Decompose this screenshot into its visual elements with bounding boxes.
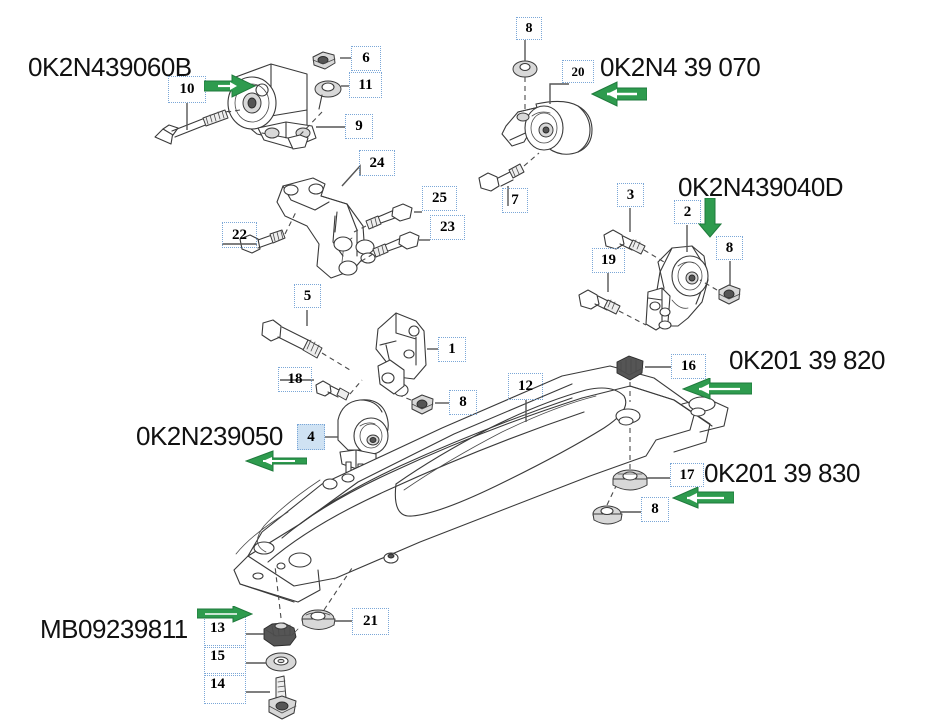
callout-25: 25: [422, 186, 457, 211]
callout-8-mount2: 8: [716, 236, 743, 260]
callout-21: 21: [352, 608, 389, 635]
callout-3: 3: [617, 183, 644, 207]
callout-20: 20: [562, 60, 594, 83]
callout-22: 22: [222, 222, 257, 248]
arrow-0k2n239050: [245, 450, 307, 472]
callout-8-crossmember: 8: [641, 497, 669, 522]
arrow-0k2n439070: [591, 81, 647, 107]
arrow-0k20139830: [672, 487, 734, 509]
callout-16: 16: [671, 354, 706, 379]
part-number-0k20139820: 0K201 39 820: [729, 345, 885, 375]
callout-8-top: 8: [516, 17, 542, 40]
part-number-0k2n439060b: 0K2N439060B: [28, 52, 192, 82]
callout-12: 12: [508, 373, 543, 400]
callout-23: 23: [430, 215, 465, 240]
mount-2-assembly: [578, 208, 741, 331]
fasteners-16-17-8: [592, 355, 671, 525]
mount-4-assembly: [325, 399, 389, 513]
callout-9: 9: [345, 114, 373, 139]
bracket-1-assembly: [261, 310, 449, 415]
part-number-mb09239811: MB09239811: [40, 614, 188, 644]
arrow-mb09239811: [197, 606, 253, 624]
callout-1: 1: [438, 337, 466, 362]
arrow-0k20139820: [682, 378, 752, 400]
callout-15: 15: [204, 645, 246, 676]
callout-6: 6: [351, 46, 381, 71]
crossmember-12: [233, 365, 729, 603]
callout-2: 2: [674, 200, 701, 224]
callout-24: 24: [359, 150, 395, 176]
callout-18: 18: [278, 367, 312, 392]
part-number-0k20139830: 0K201 39 830: [704, 458, 860, 488]
callout-5: 5: [294, 284, 321, 308]
bracket-24-assembly: [222, 164, 430, 279]
callout-19: 19: [592, 248, 625, 273]
callout-10: 10: [168, 76, 206, 103]
callout-4: 4: [297, 424, 325, 450]
mount-20-assembly: [478, 40, 593, 206]
callout-7: 7: [502, 188, 528, 213]
part-number-0k2n439040d: 0K2N439040D: [678, 172, 844, 202]
callout-17: 17: [670, 463, 704, 487]
callout-11: 11: [349, 72, 382, 98]
part-number-0k2n439070: 0K2N4 39 070: [600, 52, 761, 82]
callout-14: 14: [204, 673, 246, 704]
arrow-0k2n439060b: [204, 74, 256, 98]
fasteners-bottom: [246, 565, 353, 720]
arrow-0k2n439040d: [698, 198, 722, 238]
callout-8-bracket1: 8: [449, 390, 477, 415]
part-number-0k2n239050: 0K2N239050: [136, 421, 283, 451]
